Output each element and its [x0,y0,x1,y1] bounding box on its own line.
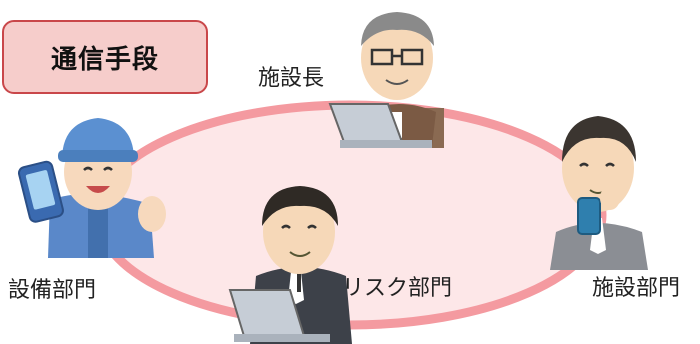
man-smartphone-icon [550,116,648,270]
title-box: 通信手段 [2,20,208,94]
diagram-title: 通信手段 [50,44,159,75]
senior-man-laptop-icon [328,12,444,148]
facility-dept-label: 施設部門 [592,276,681,301]
office-man-laptop-icon [228,186,352,344]
risk-dept-label: リスク部門 [342,276,453,301]
worker-smartphone-icon [17,118,166,258]
equipment-dept-label: 設備部門 [8,278,97,303]
director-label: 施設長 [258,66,325,91]
